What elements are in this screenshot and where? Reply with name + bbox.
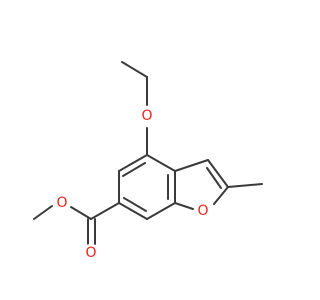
bond-o-furan-c7a: [174, 202, 194, 210]
bond-o-ester-methyl: [33, 205, 53, 220]
bond-c2-o-furan: [213, 186, 229, 205]
bond-c3-c2: [207, 159, 229, 188]
bond-ch3-ch2: [121, 61, 148, 78]
bond-c6-c7-double: [123, 197, 147, 212]
ether-oxygen-label: O: [141, 108, 152, 124]
bond-c7-c7a: [146, 202, 176, 220]
atom-layer: O O O O: [53, 107, 212, 262]
bond-c3a-c3: [174, 159, 209, 172]
bond-layer: [33, 61, 263, 245]
bond-carbonyl-c-o-ester: [70, 206, 92, 220]
bond-c3-c2-double: [206, 167, 222, 189]
ester-oxygen-label: O: [56, 195, 67, 211]
bond-c3a-c4: [146, 154, 176, 172]
carbonyl-oxygen-label: O: [85, 245, 96, 261]
furan-oxygen-atom: O: [194, 202, 212, 220]
bond-c6-c7: [118, 202, 148, 220]
carbonyl-oxygen-atom: O: [82, 244, 100, 262]
bond-c4-c5-double: [122, 162, 146, 177]
ester-oxygen-atom: O: [53, 194, 71, 212]
molecule-diagram: O O O O: [33, 61, 263, 262]
bond-c2-methyl: [227, 183, 263, 188]
furan-oxygen-label: O: [197, 203, 208, 219]
bond-c6-carbonyl-c: [90, 202, 120, 220]
ether-oxygen-atom: O: [138, 107, 156, 125]
bond-c4-c5: [118, 154, 148, 172]
